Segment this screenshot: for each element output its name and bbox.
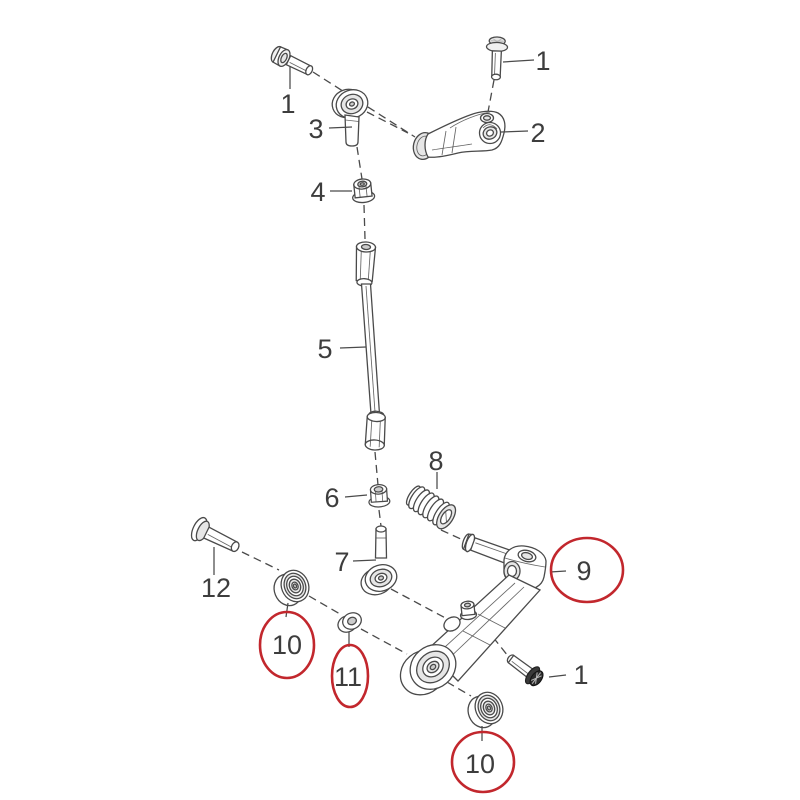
spacer xyxy=(337,612,362,633)
assembly-dashed-lines xyxy=(241,71,509,697)
callout-10-left: 10 xyxy=(272,630,302,660)
bolt-top-right xyxy=(485,36,509,81)
lever-arm xyxy=(412,110,506,160)
highlight-circle-9 xyxy=(549,536,625,604)
callout-1-top-right: 1 xyxy=(535,46,550,76)
callout-5: 5 xyxy=(317,334,332,364)
callout-3: 3 xyxy=(308,114,323,144)
link-rod xyxy=(355,241,386,451)
bolt-top-left xyxy=(270,45,314,76)
bearing-bottom xyxy=(467,691,504,729)
callout-4: 4 xyxy=(310,177,325,207)
callout-6: 6 xyxy=(324,483,339,513)
callout-2: 2 xyxy=(530,118,545,148)
callout-12: 12 xyxy=(201,573,231,603)
spring-adjuster xyxy=(405,485,457,530)
callout-11: 11 xyxy=(334,662,362,692)
callout-labels: 1 3 1 2 4 5 8 6 7 12 10 11 9 1 10 xyxy=(201,46,592,779)
rod-end-upper xyxy=(331,88,369,147)
callout-10-bottom: 10 xyxy=(465,749,495,779)
callout-leader-lines xyxy=(213,59,567,741)
highlight-circles xyxy=(258,536,625,794)
callout-8: 8 xyxy=(428,446,443,476)
highlight-circle-10-bottom xyxy=(450,730,516,794)
bearing-left xyxy=(273,569,310,607)
callout-9: 9 xyxy=(576,556,591,586)
pivot-pin xyxy=(190,516,240,553)
callout-1-bottom: 1 xyxy=(573,660,588,690)
flange-nut-upper xyxy=(352,178,376,204)
callout-7: 7 xyxy=(334,547,349,577)
callout-1-top-left: 1 xyxy=(280,89,295,119)
highlight-circle-11 xyxy=(330,643,370,709)
bolt-bottom xyxy=(506,654,544,687)
rod-end-lower xyxy=(360,525,398,596)
relay-arm xyxy=(399,533,547,696)
highlight-circle-10-left xyxy=(258,610,316,680)
flange-nut-lower xyxy=(368,483,391,508)
